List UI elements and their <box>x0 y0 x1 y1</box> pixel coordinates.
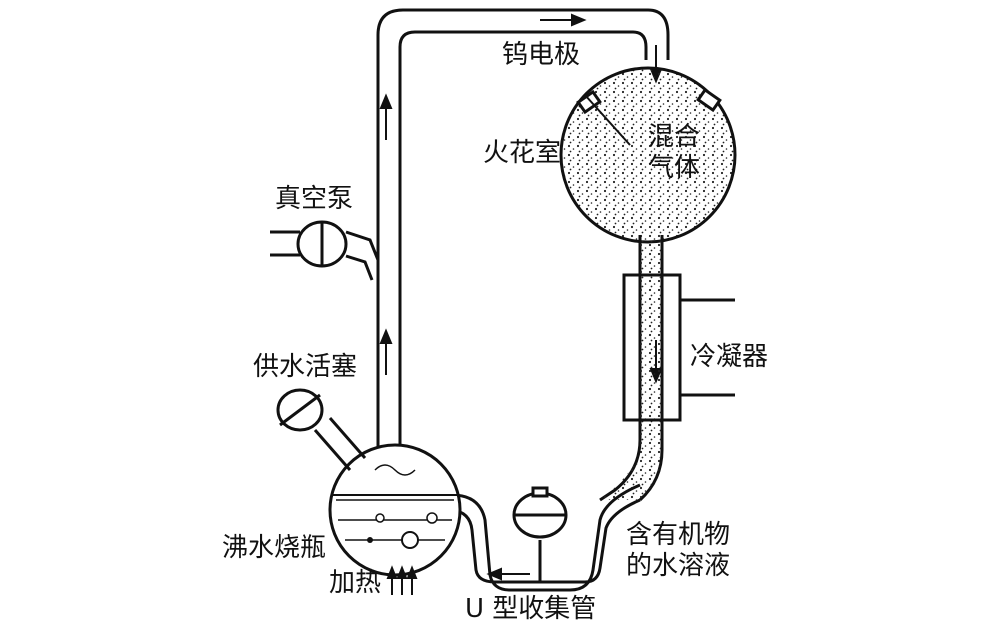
label-organic-solution: 含有机物 的水溶液 <box>626 520 731 582</box>
label-vacuum-pump: 真空泵 <box>275 184 354 214</box>
water-valve <box>276 388 367 471</box>
u-tube-stopcock <box>512 486 568 582</box>
condenser <box>622 273 735 422</box>
electrode-pointer <box>584 94 631 146</box>
label-boiling-flask: 沸水烧瓶 <box>222 533 327 563</box>
label-u-tube: U 型收集管 <box>465 594 597 624</box>
boiling-flask <box>328 443 462 577</box>
label-mixed-gas: 混合 气体 <box>648 122 701 184</box>
vacuum-pump <box>270 220 380 281</box>
label-heating: 加热 <box>329 568 382 598</box>
return-tube <box>376 8 670 470</box>
label-electrode: 钨电极 <box>502 40 581 70</box>
label-water-valve: 供水活塞 <box>253 352 358 382</box>
label-spark-chamber: 火花室 <box>483 138 562 168</box>
heat-arrows <box>386 565 418 595</box>
label-condenser: 冷凝器 <box>690 342 769 372</box>
